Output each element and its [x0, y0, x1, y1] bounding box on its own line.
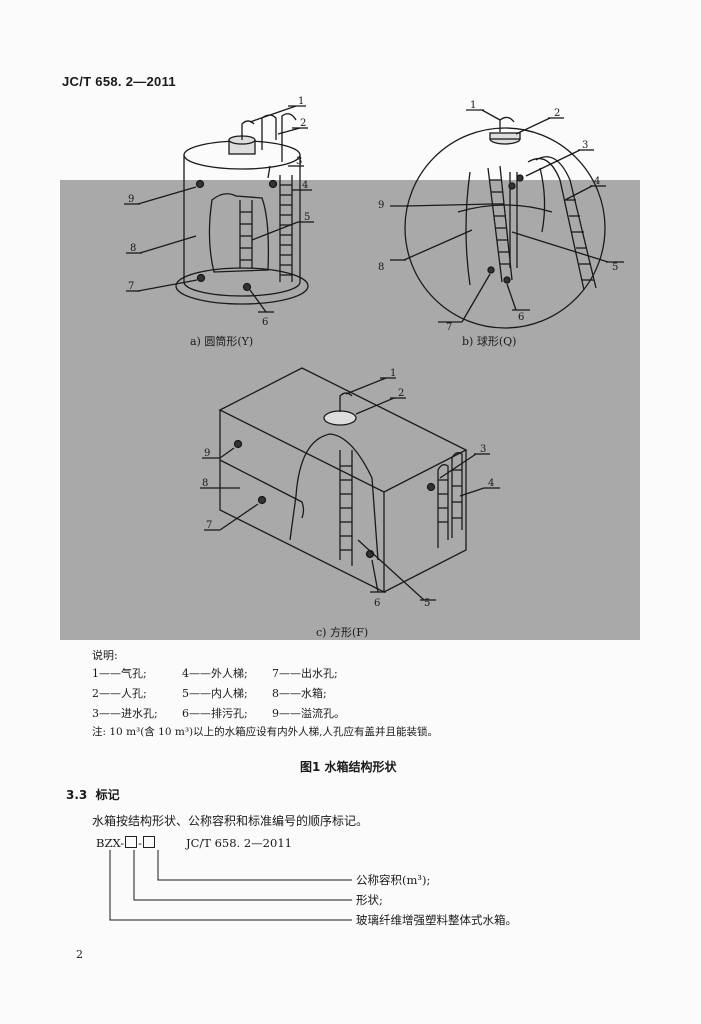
section-heading: 3.3 标记 — [66, 786, 120, 803]
callout-a-9: 9 — [128, 194, 134, 205]
cylindrical-tank-drawing — [124, 105, 314, 313]
callout-b-4: 4 — [594, 176, 600, 187]
callout-b-2: 2 — [554, 108, 560, 119]
callout-a-2: 2 — [300, 118, 306, 129]
marking-standard: JC/T 658. 2—2011 — [186, 836, 292, 850]
marking-leader-lines — [109, 850, 352, 921]
callout-a-5: 5 — [304, 212, 310, 223]
callout-a-6: 6 — [262, 317, 268, 328]
legend-item: 2——人孔; — [92, 687, 147, 700]
callout-b-9: 9 — [378, 200, 384, 211]
callout-b-6: 6 — [518, 312, 524, 323]
callout-c-9: 9 — [204, 448, 210, 459]
figure-title: 图1 水箱结构形状 — [300, 760, 397, 774]
legend-item: 7——出水孔; — [272, 667, 338, 680]
placeholder-box-capacity — [143, 836, 155, 848]
caption-spherical: b) 球形(Q) — [462, 334, 516, 348]
callout-b-7: 7 — [446, 322, 452, 333]
spherical-tank-drawing — [390, 109, 624, 329]
legend-row-3: 3——进水孔; 6——排污孔; 9——溢流孔。 — [92, 704, 362, 724]
callout-c-1: 1 — [390, 368, 396, 379]
legend-note: 注: 10 m³(含 10 m³)以上的水箱应设有内外人梯,人孔应有盖并且能装锁… — [92, 726, 438, 738]
marking-prefix: BZX- — [96, 836, 125, 850]
legend-item: 6——排污孔; — [182, 707, 248, 720]
legend-row-2: 2——人孔; 5——内人梯; 8——水箱; — [92, 684, 362, 704]
marking-label-shape: 形状; — [356, 893, 383, 907]
callout-c-7: 7 — [206, 520, 212, 531]
marking-separator: - — [138, 836, 142, 850]
marking-paragraph: 水箱按结构形状、公称容积和标准编号的顺序标记。 — [92, 814, 369, 828]
legend-item: 5——内人梯; — [182, 687, 248, 700]
callout-c-8: 8 — [202, 478, 208, 489]
callout-c-4: 4 — [488, 478, 494, 489]
legend-item: 3——进水孔; — [92, 707, 158, 720]
legend-item: 9——溢流孔。 — [272, 707, 345, 720]
marking-code: BZX-- JC/T 658. 2—2011 — [96, 836, 292, 850]
document-header: JC/T 658. 2—2011 — [62, 74, 176, 89]
callout-c-3: 3 — [480, 444, 486, 455]
page-number: 2 — [76, 948, 83, 961]
water-tank-figure: 1 2 3 4 5 8 9 7 6 a) 圆筒形(Y) 1 — [124, 96, 624, 639]
callout-a-4: 4 — [302, 180, 308, 191]
section-number: 3.3 — [66, 788, 88, 802]
callout-a-8: 8 — [130, 243, 136, 254]
section-title: 标记 — [95, 788, 120, 802]
legend-title: 说明: — [92, 649, 118, 662]
callout-a-3: 3 — [296, 156, 302, 167]
callout-a-1: 1 — [298, 96, 304, 107]
callout-c-5: 5 — [424, 598, 430, 609]
callout-b-5: 5 — [612, 262, 618, 273]
legend-item: 1——气孔; — [92, 667, 147, 680]
caption-cylindrical: a) 圆筒形(Y) — [190, 334, 253, 348]
caption-rectangular: c) 方形(F) — [316, 625, 368, 639]
marking-label-product: 玻璃纤维增强塑料整体式水箱。 — [356, 913, 517, 927]
callout-b-3: 3 — [582, 140, 588, 151]
callout-a-7: 7 — [128, 281, 134, 292]
legend-item: 4——外人梯; — [182, 667, 248, 680]
callout-b-8: 8 — [378, 262, 384, 273]
legend-row-1: 1——气孔; 4——外人梯; 7——出水孔; — [92, 664, 362, 684]
marking-label-capacity: 公称容积(m³); — [356, 873, 431, 887]
callout-c-2: 2 — [398, 388, 404, 399]
legend-item: 8——水箱; — [272, 687, 327, 700]
placeholder-box-shape — [125, 836, 138, 848]
callout-c-6: 6 — [374, 598, 380, 609]
figure-background-band — [60, 180, 640, 640]
callout-b-1: 1 — [470, 100, 476, 111]
rectangular-tank-drawing — [200, 367, 500, 601]
